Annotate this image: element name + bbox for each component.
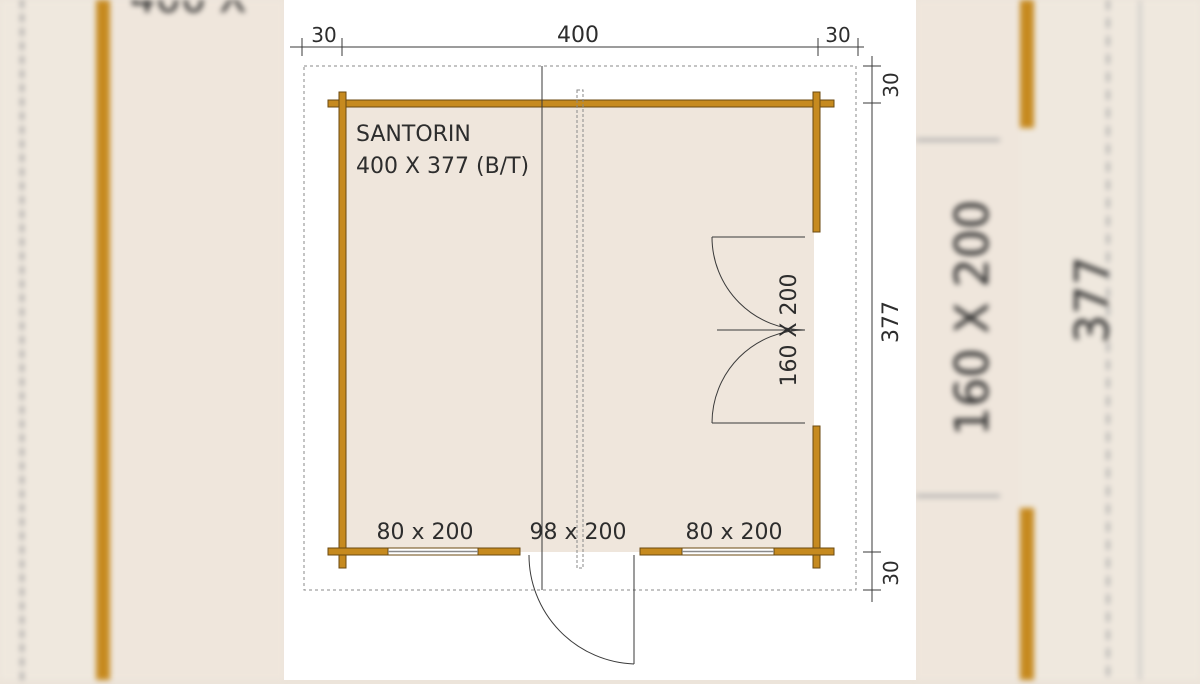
blurred-plan-right: 160 X 200 377 (916, 0, 1141, 680)
blurred-background-left: 400 X (0, 0, 284, 680)
plan-subtitle: 400 X 377 (B/T) (356, 154, 529, 179)
dim-overhang-bottom: 30 (879, 560, 903, 585)
ridge-beam (576, 89, 584, 569)
dim-overhang-left: 30 (311, 23, 336, 47)
wall-top (327, 99, 835, 108)
dim-overhang-top: 30 (879, 72, 903, 97)
front-door-swing-arc (528, 554, 635, 665)
label-window-left: 80 x 200 (377, 520, 474, 545)
blurred-door-dim: 160 X 200 (945, 200, 999, 436)
double-door-arc-upper (711, 236, 806, 331)
floor-plan-panel: 30 400 30 30 377 30 SANTORIN 400 X 377 (… (284, 0, 916, 680)
top-dimension-line (290, 38, 864, 56)
dim-depth: 377 (879, 301, 904, 343)
dim-width: 400 (557, 23, 599, 48)
wall-left (338, 91, 347, 569)
blurred-depth-dim: 377 (1065, 256, 1119, 344)
dim-overhang-right: 30 (825, 23, 850, 47)
double-door-arc-lower (711, 329, 806, 424)
right-dimension-line (863, 56, 881, 602)
blurred-background-right: 160 X 200 377 (916, 0, 1200, 680)
floor-plan-diagram: 30 400 30 30 377 30 SANTORIN 400 X 377 (… (290, 23, 904, 665)
blurred-dim-label: 400 X (130, 0, 246, 22)
label-window-right: 80 x 200 (686, 520, 783, 545)
plan-title: SANTORIN (356, 122, 471, 147)
double-door-opening (814, 232, 834, 426)
label-front-door: 98 x 200 (530, 520, 627, 545)
floor-area (342, 103, 818, 552)
label-double-door: 160 X 200 (777, 273, 802, 386)
wall-right-upper (812, 91, 821, 233)
blurred-plan-left: 400 X (20, 0, 284, 680)
wall-right-lower (812, 425, 821, 569)
roof-outline (303, 65, 857, 591)
